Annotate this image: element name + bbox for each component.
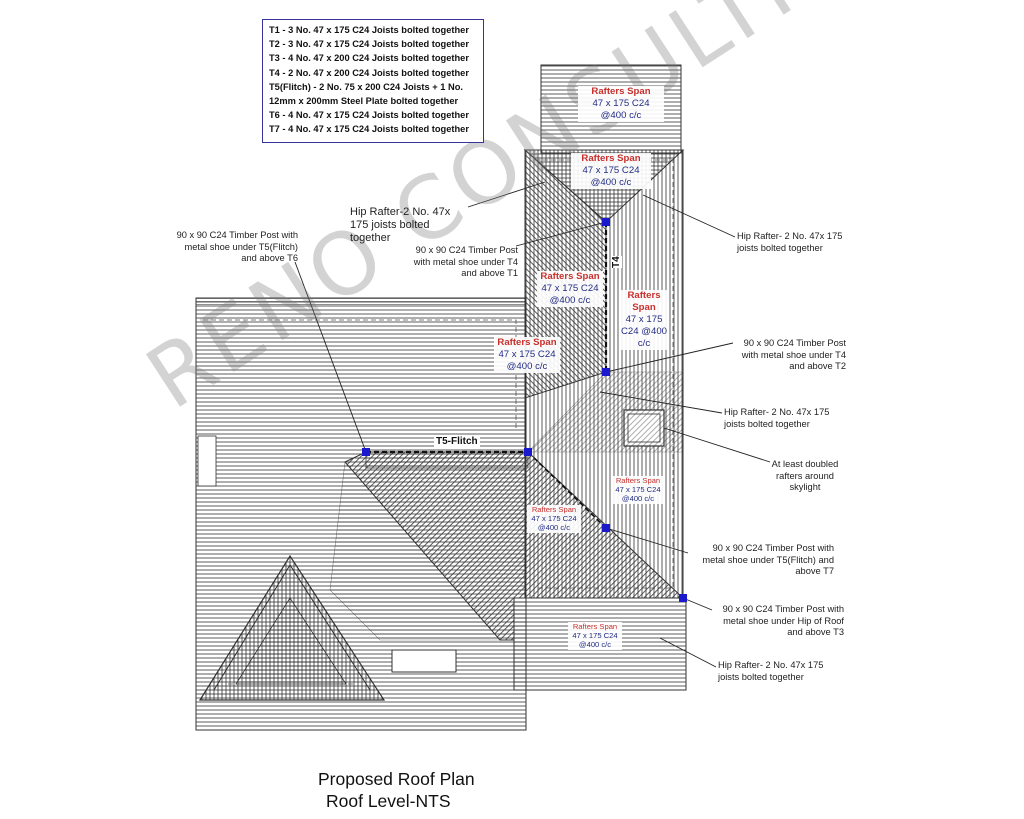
key-line-t5-cont: 12mm x 200mm Steel Plate bolted together (269, 96, 459, 107)
key-line-t4: T4 - 2 No. 47 x 200 C24 Joists bolted to… (269, 67, 469, 78)
leader-lines (294, 181, 771, 668)
note-skylight: At least doubled rafters around skylight (771, 459, 839, 492)
key-line-t2: T2 - 3 No. 47 x 175 C24 Joists bolted to… (269, 39, 469, 50)
note-hip-right-3: Hip Rafter- 2 No. 47x 175 joists bolted … (718, 660, 824, 682)
key-line-t7: T7 - 4 No. 47 x 175 C24 Joists bolted to… (269, 124, 469, 135)
note-hip-right-2: Hip Rafter- 2 No. 47x 175 joists bolted … (724, 407, 830, 429)
key-line-t6: T6 - 4 No. 47 x 175 C24 Joists bolted to… (269, 110, 469, 121)
note-post-t4-t2: 90 x 90 C24 Timber Post with metal shoe … (741, 338, 846, 371)
beam-label-t5: T5-Flitch (434, 436, 480, 447)
title-line-2: Roof Level-NTS (326, 791, 451, 811)
beam-lower (527, 451, 607, 529)
key-line-t3: T3 - 4 No. 47 x 200 C24 Joists bolted to… (269, 53, 469, 64)
note-post-hip-t3: 90 x 90 C24 Timber Post with metal shoe … (722, 604, 844, 637)
member-key-table: T1 - 3 No. 47 x 175 C24 Joists bolted to… (262, 19, 484, 143)
title-line-1: Proposed Roof Plan (318, 769, 475, 789)
lower-left-gable (198, 554, 457, 701)
note-post-t4-t1: 90 x 90 C24 Timber Post with metal shoe … (413, 245, 518, 278)
note-hip-right-1: Hip Rafter- 2 No. 47x 175 joists bolted … (737, 231, 843, 253)
beam-label-t4: T4 (611, 256, 622, 268)
drawing-title: Proposed Roof Plan Roof Level-NTS (318, 768, 475, 812)
timber-posts (362, 218, 687, 602)
key-line-t5: T5(Flitch) - 2 No. 75 x 200 C24 Joists +… (269, 81, 464, 92)
key-line-t1: T1 - 3 No. 47 x 175 C24 Joists bolted to… (269, 25, 469, 35)
note-hip-top-left: Hip Rafter-2 No. 47x 175 joists bolted t… (350, 206, 451, 244)
note-post-t5-t7: 90 x 90 C24 Timber Post with metal shoe … (702, 543, 834, 576)
note-post-t5-t6: 90 x 90 C24 Timber Post with metal shoe … (176, 230, 298, 263)
